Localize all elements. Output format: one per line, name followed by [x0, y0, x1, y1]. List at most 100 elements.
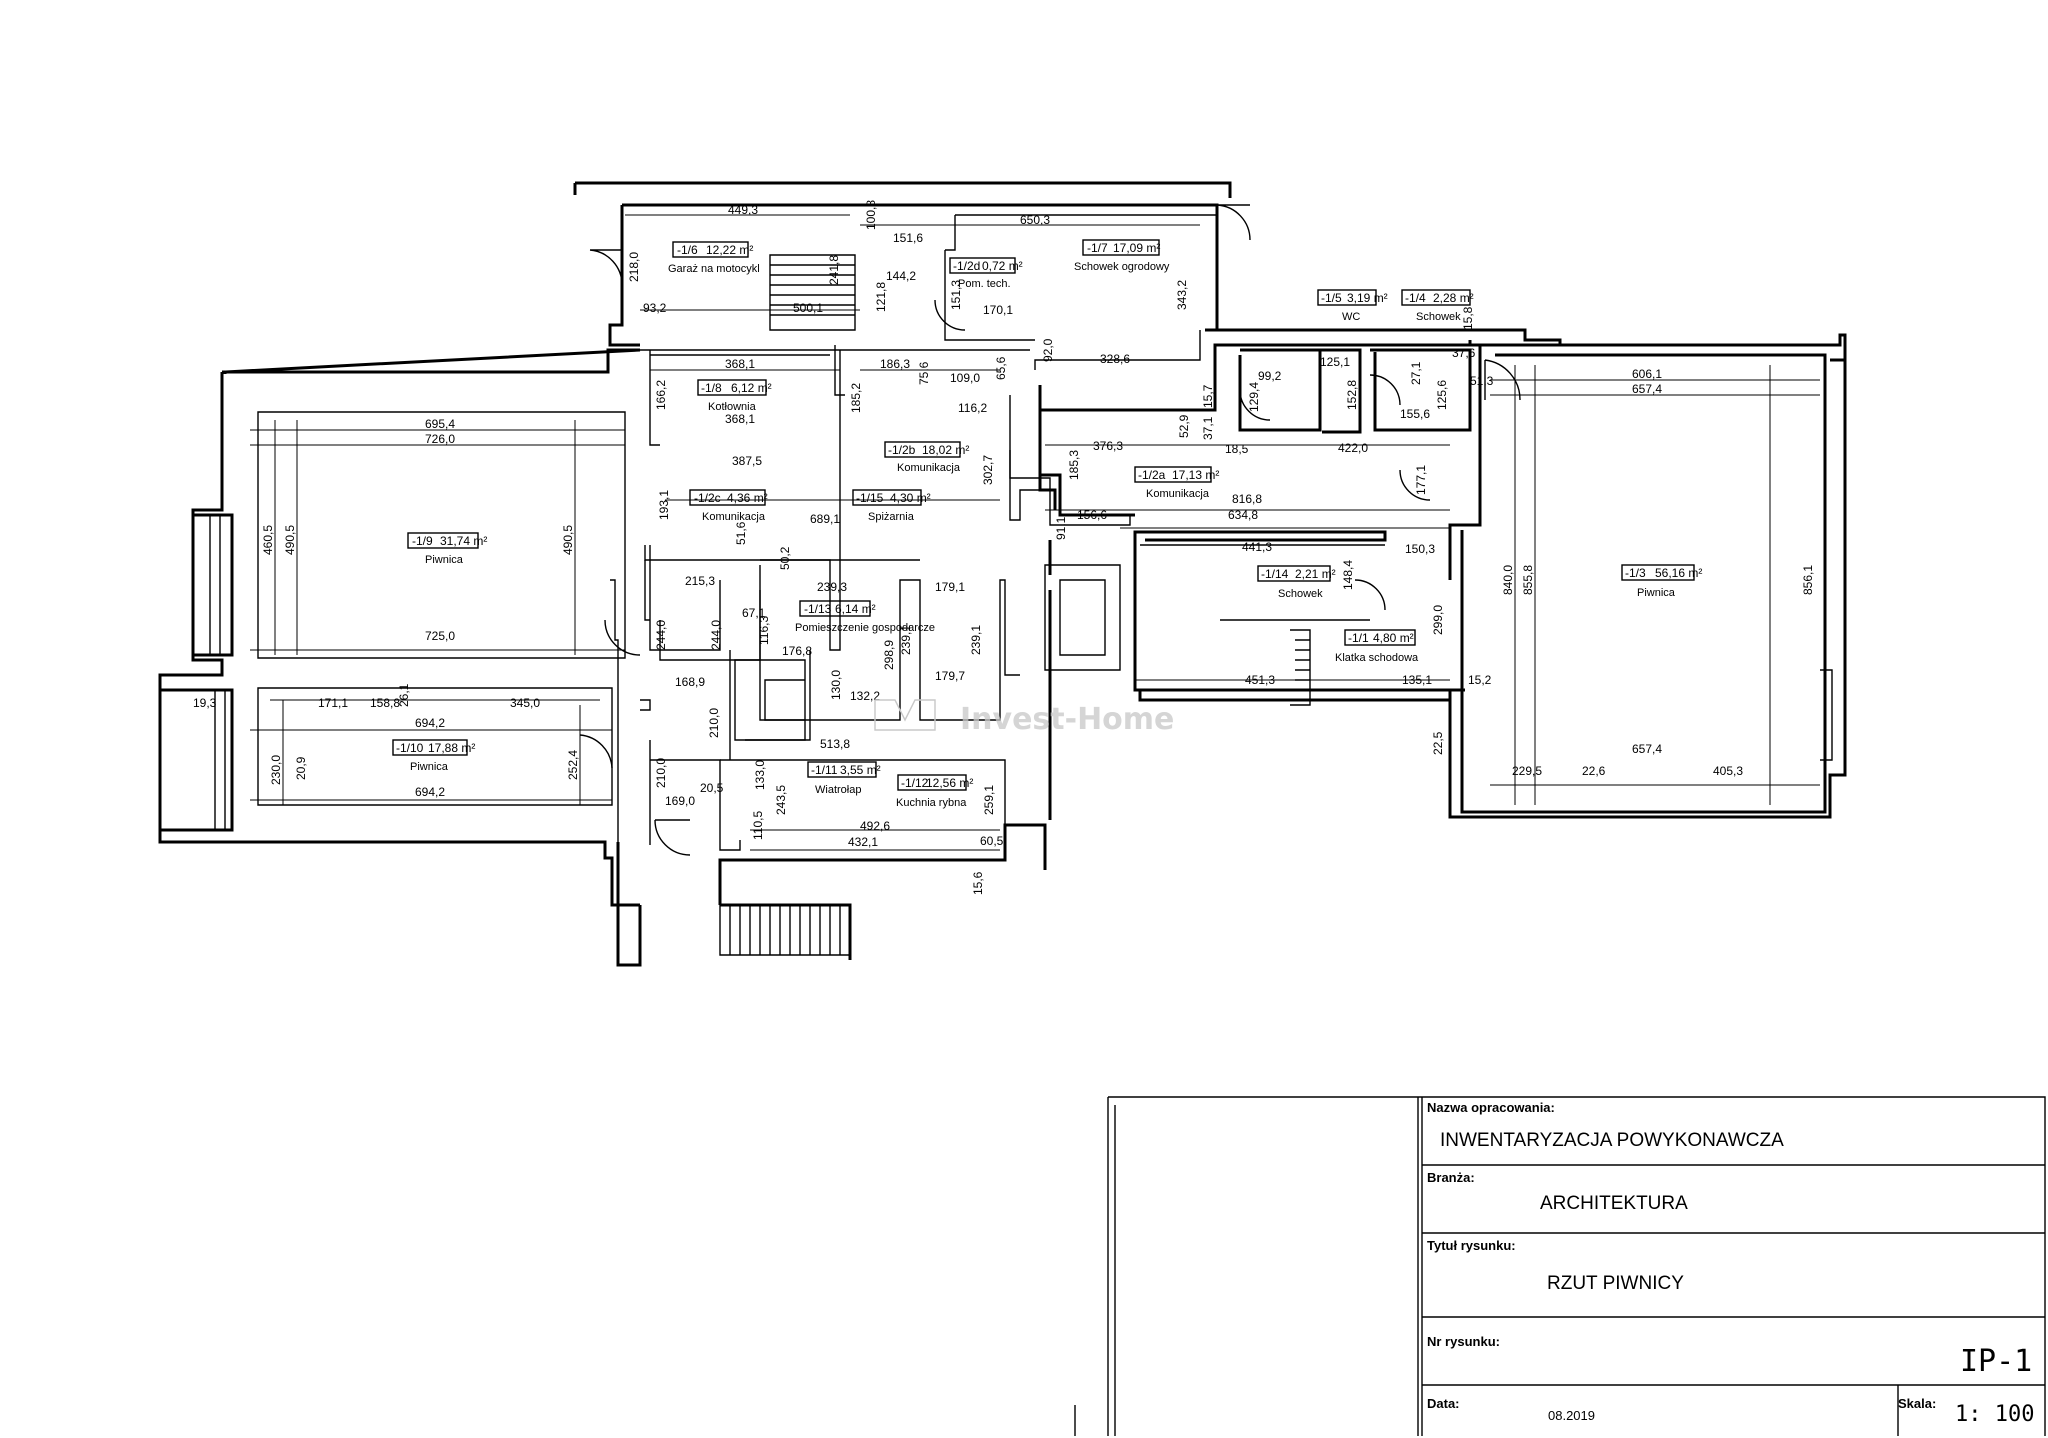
- dim-label: 387,5: [732, 454, 762, 468]
- svg-text:-1/2a: -1/2a: [1138, 468, 1166, 482]
- svg-text:-1/2c: -1/2c: [694, 491, 721, 505]
- dim-label: 116,2: [958, 401, 987, 415]
- dim-label: 15,7: [1201, 384, 1215, 408]
- svg-text:-1/10: -1/10: [396, 741, 424, 755]
- dim-label: 151,6: [893, 231, 923, 245]
- dim-label: 22,6: [1582, 764, 1606, 778]
- svg-text:6,12 m²: 6,12 m²: [731, 381, 772, 395]
- dim-label: 694,2: [415, 785, 445, 799]
- dim-label: 60,5: [980, 834, 1004, 848]
- svg-text:-1/11: -1/11: [811, 763, 838, 777]
- dim-label: 37,6: [1452, 346, 1476, 360]
- dim-label: 99,2: [1258, 369, 1282, 383]
- dim-label: 177,1: [1414, 465, 1428, 495]
- dim-label: 490,5: [561, 525, 575, 555]
- dim-label: 856,1: [1801, 565, 1815, 595]
- dim-label: 492,6: [860, 819, 890, 833]
- svg-text:-1/12: -1/12: [901, 776, 929, 790]
- dimension-lines: [250, 214, 1820, 851]
- title-block-date-label: Data:: [1427, 1396, 1460, 1411]
- title-block-branch-value: ARCHITEKTURA: [1540, 1193, 1688, 1214]
- dim-label: 298,9: [882, 640, 896, 670]
- dim-label: 606,1: [1632, 367, 1662, 381]
- dim-label: 121,8: [874, 282, 888, 312]
- svg-text:Schowek ogrodowy: Schowek ogrodowy: [1074, 261, 1170, 273]
- svg-text:4,80 m²: 4,80 m²: [1373, 631, 1414, 645]
- dim-label: 252,4: [566, 750, 580, 780]
- dim-label: 210,0: [707, 708, 721, 738]
- svg-text:Komunikacja: Komunikacja: [702, 511, 766, 523]
- dim-label: 432,1: [848, 835, 878, 849]
- dim-label: 657,4: [1632, 742, 1662, 756]
- dimension-labels: 449,3 650,3 100,8 151,6 218,0 241,8 144,…: [193, 200, 1815, 895]
- svg-text:-1/1: -1/1: [1348, 631, 1369, 645]
- svg-text:56,16 m²: 56,16 m²: [1655, 566, 1702, 580]
- dim-label: 135,1: [1402, 673, 1432, 687]
- svg-text:2,21 m²: 2,21 m²: [1295, 567, 1336, 581]
- dim-label: 218,0: [627, 252, 641, 282]
- dim-label: 15,8: [1461, 306, 1475, 330]
- dim-label: 422,0: [1338, 441, 1368, 455]
- dim-label: 725,0: [425, 629, 455, 643]
- dim-label: 130,0: [829, 670, 843, 700]
- svg-text:-1/15: -1/15: [856, 491, 884, 505]
- svg-text:31,74 m²: 31,74 m²: [440, 534, 487, 548]
- title-block-name-label: Nazwa opracowania:: [1427, 1100, 1555, 1115]
- svg-text:Piwnica: Piwnica: [425, 554, 464, 566]
- svg-text:17,09 m²: 17,09 m²: [1113, 241, 1160, 255]
- dim-label: 176,8: [782, 644, 812, 658]
- watermark: Invest-Home: [874, 699, 1174, 737]
- svg-text:Pomieszczenie gospodarcze: Pomieszczenie gospodarcze: [795, 622, 935, 634]
- dim-label: 368,1: [725, 412, 755, 426]
- title-block-name-value: INWENTARYZACJA POWYKONAWCZA: [1440, 1130, 1784, 1151]
- svg-text:2,28 m²: 2,28 m²: [1433, 291, 1474, 305]
- dim-label: 243,5: [774, 785, 788, 815]
- walls: [158, 181, 1847, 967]
- dim-label: 695,4: [425, 417, 455, 431]
- dim-label: 52,9: [1177, 414, 1191, 438]
- svg-text:-1/14: -1/14: [1261, 567, 1289, 581]
- dim-label: 215,3: [685, 574, 715, 588]
- dim-label: 91,1: [1054, 516, 1068, 540]
- svg-text:-1/13: -1/13: [804, 602, 832, 616]
- dim-label: 133,0: [753, 760, 767, 790]
- dim-label: 93,2: [643, 301, 667, 315]
- svg-text:3,19 m²: 3,19 m²: [1347, 291, 1388, 305]
- dim-label: 151,3: [949, 280, 963, 310]
- dim-label: 650,3: [1020, 213, 1050, 227]
- svg-text:17,13 m²: 17,13 m²: [1172, 468, 1219, 482]
- dim-label: 241,8: [827, 255, 841, 285]
- dim-label: 185,3: [1067, 450, 1081, 480]
- svg-text:Spiżarnia: Spiżarnia: [868, 511, 915, 523]
- dim-label: 451,3: [1245, 673, 1275, 687]
- svg-text:-1/4: -1/4: [1405, 291, 1426, 305]
- dim-label: 441,3: [1242, 540, 1272, 554]
- dim-label: 239,1: [969, 625, 983, 655]
- svg-text:Kuchnia rybna: Kuchnia rybna: [896, 797, 967, 809]
- dim-label: 65,6: [994, 356, 1008, 380]
- dim-label: 168,9: [675, 675, 705, 689]
- dim-label: 15,2: [1468, 673, 1492, 687]
- dim-label: 125,6: [1435, 380, 1449, 410]
- dim-label: 20,9: [294, 756, 308, 780]
- svg-text:-1/2b: -1/2b: [888, 443, 916, 457]
- svg-text:12,22 m²: 12,22 m²: [706, 243, 753, 257]
- svg-text:3,55 m²: 3,55 m²: [840, 763, 881, 777]
- dim-label: 244,0: [654, 620, 668, 650]
- svg-text:-1/5: -1/5: [1321, 291, 1342, 305]
- svg-text:Komunikacja: Komunikacja: [897, 462, 961, 474]
- svg-text:Kotłownia: Kotłownia: [708, 401, 757, 413]
- svg-text:Komunikacja: Komunikacja: [1146, 488, 1210, 500]
- svg-text:Piwnica: Piwnica: [410, 761, 449, 773]
- dim-label: 125,1: [1320, 355, 1350, 369]
